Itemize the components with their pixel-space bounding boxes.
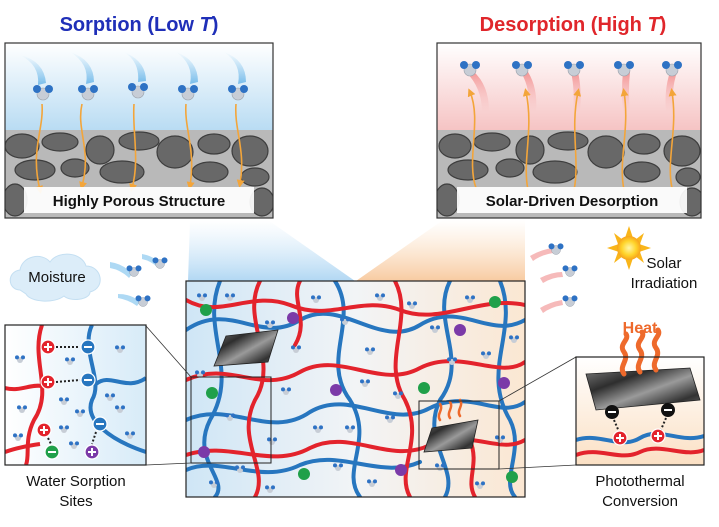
- desorption-beam: [356, 220, 525, 281]
- porous-label-box: [24, 187, 254, 213]
- solar-desorption-label: Solar-Driven Desorption: [486, 193, 659, 210]
- zoom-box-right: [418, 400, 500, 470]
- sorption-panel: Highly Porous Structure: [5, 43, 273, 218]
- water-sorption-inset: [5, 325, 146, 465]
- incoming-moisture: [110, 254, 168, 307]
- photothermal-label: Photothermal: [595, 473, 684, 490]
- ions-purple: [198, 312, 510, 476]
- solar-label: Solar: [646, 255, 681, 272]
- zoom-connectors: [145, 325, 577, 470]
- desorption-arrows: [467, 88, 677, 191]
- sun-icon: [607, 226, 651, 270]
- water-sorption-label: Water Sorption: [26, 473, 126, 490]
- heat-label: Heat: [623, 320, 658, 337]
- sites-label: Sites: [59, 493, 92, 510]
- hydrogel-network: [186, 281, 525, 497]
- ions-green: [200, 296, 518, 483]
- desorption-title: Desorption (High T): [480, 14, 667, 36]
- released-moisture: [530, 242, 578, 313]
- desorption-panel: Solar-Driven Desorption: [437, 43, 701, 218]
- photothermal-sheet-bottom: [423, 419, 479, 453]
- photothermal-sheet-top: [213, 329, 279, 367]
- porous-structure-label: Highly Porous Structure: [53, 193, 226, 210]
- blue-polymer-chains: [186, 281, 525, 497]
- sorption-title: Sorption (Low T): [60, 14, 219, 36]
- photothermal-inset: [576, 357, 704, 465]
- heat-waves-large: [619, 327, 662, 377]
- moisture-label: Moisture: [28, 269, 86, 286]
- sorption-arrows: [35, 103, 245, 194]
- cloud-icon: Moisture: [9, 253, 101, 302]
- sorption-tails: [20, 52, 246, 85]
- desorption-label-box: [457, 187, 687, 213]
- conversion-label: Conversion: [602, 493, 678, 510]
- sorption-beam: [188, 220, 355, 281]
- irradiation-label: Irradiation: [631, 275, 698, 292]
- zoom-box-left: [190, 376, 272, 464]
- porous-layer-left: [5, 131, 273, 217]
